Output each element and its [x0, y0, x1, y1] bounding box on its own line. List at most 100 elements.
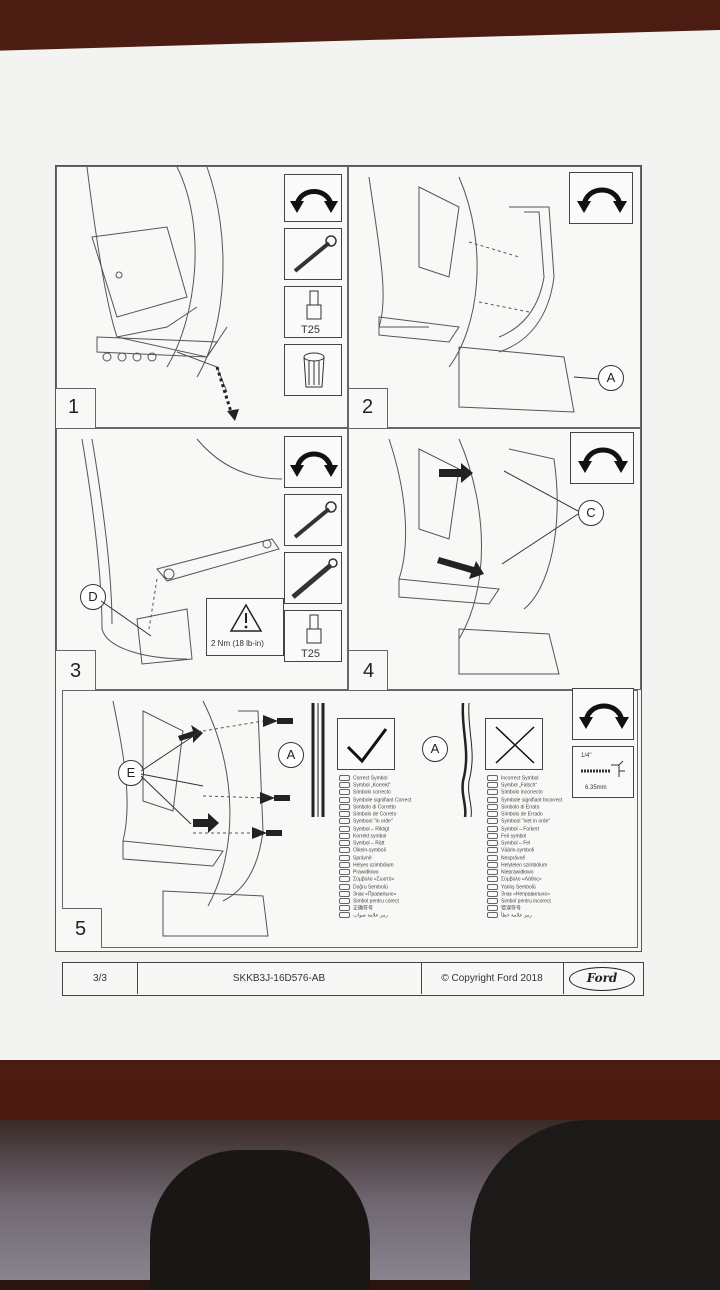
step-5-illustration — [112, 700, 473, 937]
step-1-number-box — [56, 388, 96, 428]
list-item: Знак «Неправильно» — [487, 891, 562, 898]
list-item: 正确符号 — [339, 905, 411, 912]
list-item: Nesprávně — [487, 855, 562, 862]
warning-triangle-icon — [229, 603, 263, 632]
list-item: Símbolo incorrecto — [487, 789, 562, 796]
rotate-icon-box — [572, 688, 634, 740]
ratchet-wrench-icon — [293, 501, 337, 539]
list-item: Helytelen szimbólum — [487, 862, 562, 869]
rotate-icon-box — [284, 436, 342, 488]
rotate-arrows-icon — [290, 189, 338, 213]
step-5-number-box — [62, 908, 102, 948]
list-item: Symbole signifiant Incorrect — [487, 797, 562, 804]
rotate-icon-box — [570, 432, 634, 484]
list-item: Σύμβολο «Σωστό» — [339, 876, 411, 883]
step-3-illustration — [81, 438, 283, 665]
list-item: Symbol – Forkert — [487, 826, 562, 833]
list-item: Correct Symbol — [339, 775, 411, 782]
list-item: Symbol – Fel — [487, 840, 562, 847]
callout-d: D — [80, 584, 106, 610]
list-item: Väärin-symboli — [487, 847, 562, 854]
step-2-number-box — [348, 388, 388, 428]
ratchet-wrench-icon — [293, 235, 337, 273]
list-item: Doğru Sembolü — [339, 884, 411, 891]
cross-icon — [495, 726, 535, 764]
drill-mm-label: 6.35mm — [585, 785, 607, 791]
list-item: رمز علامة خطأ — [487, 912, 562, 919]
step-4-number: 4 — [363, 660, 375, 682]
list-item: Oikein-symboli — [339, 847, 411, 854]
list-item: Korrekt symbol — [339, 833, 411, 840]
list-item: Simbolo di Errato — [487, 804, 562, 811]
step-2-number: 2 — [362, 396, 374, 418]
list-item: Símbolo de Errado — [487, 811, 562, 818]
list-item: Prawidłowo — [339, 869, 411, 876]
torx-bit-icon — [306, 290, 322, 320]
torx-bit-icon — [306, 614, 322, 644]
list-item: Incorrect Symbol — [487, 775, 562, 782]
step-2-illustration — [368, 176, 600, 413]
drill-size-label: 1/4" — [581, 753, 592, 759]
list-item: 错误符号 — [487, 905, 562, 912]
list-item: Symbol – Rätt — [339, 840, 411, 847]
list-item: Nieprawidłowo — [487, 869, 562, 876]
ratchet-tool-box — [284, 494, 342, 546]
list-item: Symbol „Falsch“ — [487, 782, 562, 789]
socket-box — [284, 344, 342, 396]
rotate-arrows-icon — [578, 447, 628, 473]
torque-wrench-box — [284, 552, 342, 604]
step-1-illustration — [86, 166, 239, 421]
step-4-illustration — [388, 438, 560, 675]
list-item: Yanlış Sembolü — [487, 884, 562, 891]
drill-bit-icon — [581, 760, 625, 777]
ford-logo: Ford — [569, 967, 635, 991]
rotate-arrows-icon — [579, 703, 629, 729]
callout-e-leader — [140, 730, 204, 825]
shoe-left — [150, 1150, 370, 1290]
list-item: Знак «Правильно» — [339, 891, 411, 898]
incorrect-symbol-box — [485, 718, 543, 770]
torque-wrench-icon — [291, 558, 338, 599]
callout-e: E — [118, 760, 144, 786]
incorrect-symbol-translations: Incorrect Symbol Symbol „Falsch“ Símbolo… — [487, 775, 562, 920]
list-item: Feil symbol — [487, 833, 562, 840]
callout-d-leader — [100, 600, 152, 637]
rotate-icon-box — [569, 172, 633, 224]
socket-icon — [303, 352, 325, 388]
page-number: 3/3 — [63, 963, 138, 994]
list-item: Símbolo de Correto — [339, 811, 411, 818]
correct-symbol-translations: Correct Symbol Symbol „Korrekt“ Símbolo … — [339, 775, 411, 920]
list-item: Symbole signifiant Correct — [339, 797, 411, 804]
list-item: Symbool "niet in orde" — [487, 818, 562, 825]
list-item: Simbolo di Corretto — [339, 804, 411, 811]
document-id: SKKB3J-16D576-AB — [137, 963, 422, 994]
checkmark-icon — [346, 728, 388, 764]
copyright-notice: © Copyright Ford 2018 — [421, 963, 564, 994]
step-3-number-box — [56, 650, 96, 690]
callout-c: C — [578, 500, 604, 526]
correct-symbol-box — [337, 718, 395, 770]
list-item: Symbol „Korrekt“ — [339, 782, 411, 789]
list-item: Helyes szimbólum — [339, 862, 411, 869]
callout-a: A — [598, 365, 624, 391]
ratchet-tool-box — [284, 228, 342, 280]
step-1-number: 1 — [68, 396, 80, 418]
callout-a-incorrect: A — [422, 736, 448, 762]
document-footer: 3/3 SKKB3J-16D576-AB © Copyright Ford 20… — [62, 962, 644, 996]
rotate-arrows-icon — [577, 187, 627, 213]
list-item: Symbool "in orde" — [339, 818, 411, 825]
list-item: Σύμβολο «Λάθος» — [487, 876, 562, 883]
rotate-icon-box — [284, 174, 342, 222]
list-item: Símbolo correcto — [339, 789, 411, 796]
list-item: Simbol pentru incorect — [487, 898, 562, 905]
shoe-right — [470, 1120, 720, 1290]
t25-label: T25 — [301, 648, 320, 660]
callout-a-correct: A — [278, 742, 304, 768]
step-3-number: 3 — [70, 660, 82, 682]
t25-label: T25 — [301, 324, 320, 336]
t25-bit-box: T25 — [284, 286, 342, 338]
rotate-arrows-icon — [290, 451, 338, 477]
t25-bit-box: T25 — [284, 610, 342, 662]
list-item: Simbol pentru corect — [339, 898, 411, 905]
callout-c-leader — [501, 470, 579, 565]
